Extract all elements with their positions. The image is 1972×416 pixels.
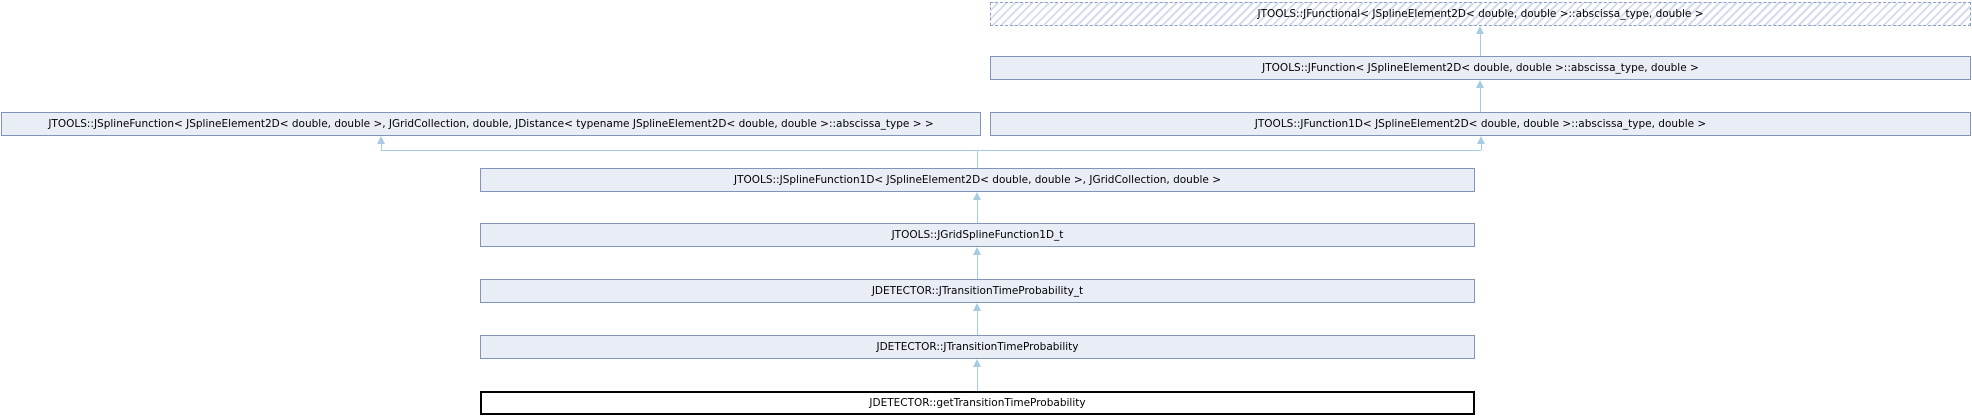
class-node-label: JTOOLS::JFunction< JSplineElement2D< dou… <box>1262 62 1699 74</box>
class-node-label: JTOOLS::JFunction1D< JSplineElement2D< d… <box>1254 118 1707 130</box>
inheritance-edge-getttp-to-jttp <box>977 366 978 391</box>
arrow-up-icon <box>973 359 981 367</box>
class-node-label: JTOOLS::JFunctional< JSplineElement2D< d… <box>1257 8 1704 20</box>
inheritance-edge-jfunction1d-to-jfunction <box>1480 87 1481 112</box>
arrow-up-icon <box>1476 26 1484 34</box>
class-node-jsplinefunction[interactable]: JTOOLS::JSplineFunction< JSplineElement2… <box>1 112 981 136</box>
arrow-up-icon <box>377 136 385 144</box>
arrow-up-icon <box>1476 80 1484 88</box>
class-node-jsplinefunction1d[interactable]: JTOOLS::JSplineFunction1D< JSplineElemen… <box>480 168 1475 192</box>
class-node-label: JTOOLS::JGridSplineFunction1D_t <box>891 229 1064 241</box>
class-node-jfunctional: JTOOLS::JFunctional< JSplineElement2D< d… <box>990 2 1971 26</box>
inheritance-edge-jsplinefunction1d-to-jfunction1d <box>1481 143 1482 150</box>
inheritance-edge-jgridsplinefunction1dt-to-jsplinefunction1d <box>977 199 978 223</box>
class-node-jgridsplinefunction1d-t[interactable]: JTOOLS::JGridSplineFunction1D_t <box>480 223 1475 247</box>
inheritance-edge-jfunction-to-jfunctional <box>1480 33 1481 56</box>
class-node-jtransitiontimeprobability[interactable]: JDETECTOR::JTransitionTimeProbability <box>480 335 1475 359</box>
inheritance-edge-jttpt-to-jgridsplinefunction1dt <box>977 254 978 279</box>
class-node-label: JTOOLS::JSplineFunction< JSplineElement2… <box>48 118 934 130</box>
class-node-jfunction[interactable]: JTOOLS::JFunction< JSplineElement2D< dou… <box>990 56 1971 80</box>
arrow-up-icon <box>973 247 981 255</box>
class-node-label: JDETECTOR::JTransitionTimeProbability <box>876 341 1079 353</box>
inheritance-edge-jsplinefunction1d-stem <box>977 150 978 168</box>
arrow-up-icon <box>1477 136 1485 144</box>
class-node-label: JDETECTOR::getTransitionTimeProbability <box>869 397 1086 409</box>
inheritance-edge-jttp-to-jttpt <box>977 310 978 335</box>
class-node-label: JDETECTOR::JTransitionTimeProbability_t <box>871 285 1084 297</box>
inheritance-edge-jsplinefunction1d-crossbar <box>381 150 1481 151</box>
class-node-gettransitiontimeprobability-current: JDETECTOR::getTransitionTimeProbability <box>480 391 1475 415</box>
class-node-jfunction1d[interactable]: JTOOLS::JFunction1D< JSplineElement2D< d… <box>990 112 1971 136</box>
inheritance-edge-jsplinefunction1d-to-jsplinefunction <box>381 143 382 150</box>
arrow-up-icon <box>973 303 981 311</box>
class-node-label: JTOOLS::JSplineFunction1D< JSplineElemen… <box>733 174 1222 186</box>
arrow-up-icon <box>973 192 981 200</box>
class-node-jtransitiontimeprobability-t[interactable]: JDETECTOR::JTransitionTimeProbability_t <box>480 279 1475 303</box>
